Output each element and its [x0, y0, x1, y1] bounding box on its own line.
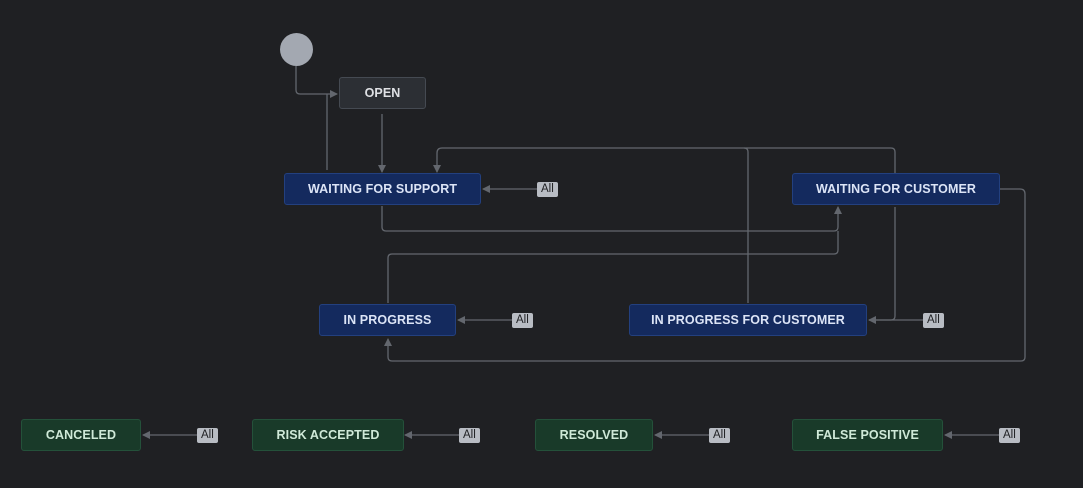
status-risk-accepted[interactable]: RISK ACCEPTED: [252, 419, 404, 451]
status-canceled[interactable]: CANCELED: [21, 419, 141, 451]
start-node: [280, 33, 313, 66]
all-badge-risk-accepted[interactable]: All: [459, 428, 480, 443]
all-badge-resolved[interactable]: All: [709, 428, 730, 443]
all-badge-waiting-for-support[interactable]: All: [537, 182, 558, 197]
status-in-progress-for-customer[interactable]: IN PROGRESS FOR CUSTOMER: [629, 304, 867, 336]
all-badge-in-progress-for-customer[interactable]: All: [923, 313, 944, 328]
status-waiting-for-customer[interactable]: WAITING FOR CUSTOMER: [792, 173, 1000, 205]
status-resolved[interactable]: RESOLVED: [535, 419, 653, 451]
transition-start-to-open[interactable]: [295, 66, 338, 98]
transition-waiting-support-to-waiting-customer[interactable]: [381, 206, 842, 232]
status-in-progress[interactable]: IN PROGRESS: [319, 304, 456, 336]
status-false-positive[interactable]: FALSE POSITIVE: [792, 419, 943, 451]
transition-in-progress-customer-to-waiting-support[interactable]: [743, 147, 749, 303]
transition-waiting-customer-to-in-progress[interactable]: [384, 188, 1026, 362]
status-open[interactable]: OPEN: [339, 77, 426, 109]
all-badge-canceled[interactable]: All: [197, 428, 218, 443]
transition-waiting-customer-to-waiting-support[interactable]: [433, 147, 896, 173]
status-waiting-for-support[interactable]: WAITING FOR SUPPORT: [284, 173, 481, 205]
all-badge-false-positive[interactable]: All: [999, 428, 1020, 443]
transition-waiting-customer-to-in-progress-customer[interactable]: [868, 207, 896, 324]
transition-in-progress-to-waiting-customer[interactable]: [387, 231, 839, 303]
all-badge-in-progress[interactable]: All: [512, 313, 533, 328]
